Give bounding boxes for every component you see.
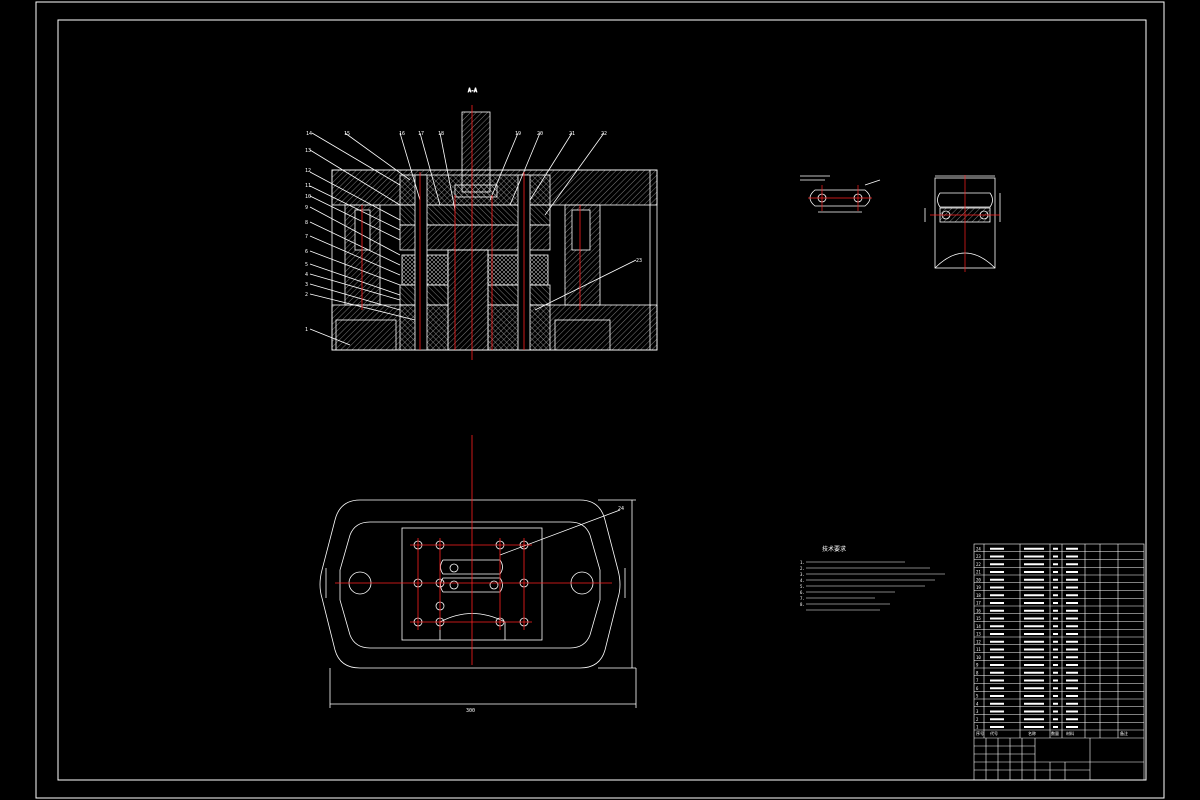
tech-line-2: 2. bbox=[800, 566, 805, 571]
section-centerlines bbox=[361, 105, 581, 360]
label-22: 22 bbox=[601, 131, 607, 137]
header-material: 材料 bbox=[1066, 730, 1074, 736]
parts-row-number: 16 bbox=[976, 608, 981, 613]
label-18: 18 bbox=[438, 131, 444, 137]
label-15: 15 bbox=[344, 131, 350, 137]
label-13: 13 bbox=[305, 148, 311, 154]
parts-row-number: 19 bbox=[976, 585, 981, 590]
label-23: 23 bbox=[636, 258, 642, 264]
inner-frame bbox=[57, 19, 1147, 781]
parts-list-header: 序号 代号 名称 数量 材料 备注 bbox=[976, 730, 1128, 736]
parts-row-number: 12 bbox=[976, 639, 981, 644]
plan-view bbox=[319, 499, 637, 708]
part-detail-plan bbox=[800, 175, 881, 213]
header-qty: 数量 bbox=[1051, 730, 1059, 736]
parts-row-number: 24 bbox=[976, 546, 981, 551]
tech-line-4: 4. bbox=[800, 578, 805, 583]
part-side-centerlines bbox=[930, 175, 1000, 272]
parts-row-number: 15 bbox=[976, 616, 981, 621]
label-7: 7 bbox=[305, 234, 308, 240]
label-24: 24 bbox=[618, 506, 624, 512]
label-4: 4 bbox=[305, 272, 308, 278]
label-5: 5 bbox=[305, 262, 308, 268]
label-6: 6 bbox=[305, 249, 308, 255]
parts-row-number: 13 bbox=[976, 632, 981, 637]
label-21: 21 bbox=[569, 131, 575, 137]
parts-row-number: 9 bbox=[976, 663, 979, 668]
parts-row-number: 23 bbox=[976, 554, 981, 559]
parts-list-table bbox=[973, 543, 1145, 781]
tech-line-1: 1. bbox=[800, 560, 805, 565]
header-seq: 序号 bbox=[976, 730, 984, 736]
parts-row-number: 4 bbox=[976, 701, 979, 706]
label-20: 20 bbox=[537, 131, 543, 137]
tech-line-5: 5. bbox=[800, 584, 805, 589]
label-12: 12 bbox=[305, 168, 311, 174]
outer-frame bbox=[35, 1, 1165, 799]
label-3: 3 bbox=[305, 282, 308, 288]
parts-row-number: 14 bbox=[976, 624, 981, 629]
tech-line-6: 6. bbox=[800, 590, 805, 595]
parts-row-number: 3 bbox=[976, 709, 979, 714]
section-label: A-A bbox=[468, 88, 477, 94]
parts-row-number: 5 bbox=[976, 694, 979, 699]
tech-line-3: 3. bbox=[800, 572, 805, 577]
parts-row-number: 11 bbox=[976, 647, 981, 652]
overall-width-dimension: 300 bbox=[466, 708, 475, 714]
section-left-labels: 13 12 11 10 9 8 7 6 5 4 3 2 1 23 bbox=[305, 148, 642, 333]
header-code: 代号 bbox=[990, 730, 998, 736]
parts-row-number: 7 bbox=[976, 678, 979, 683]
label-17: 17 bbox=[418, 131, 424, 137]
label-2: 2 bbox=[305, 292, 308, 298]
part-detail-side bbox=[924, 175, 1001, 269]
section-view: A-A bbox=[309, 88, 658, 351]
parts-row-number: 2 bbox=[976, 717, 979, 722]
tech-requirements: 技术要求 1. 2. 3. 4. 5. 6. 7. 8. bbox=[800, 545, 945, 611]
label-8: 8 bbox=[305, 220, 308, 226]
parts-row-number: 1 bbox=[976, 725, 979, 730]
parts-row-number: 10 bbox=[976, 655, 981, 660]
parts-row-number: 6 bbox=[976, 686, 979, 691]
parts-row-number: 21 bbox=[976, 570, 981, 575]
tech-line-8: 8. bbox=[800, 602, 805, 607]
label-1: 1 bbox=[305, 327, 308, 333]
section-top-labels: 14 15 16 17 18 19 20 21 22 bbox=[306, 131, 607, 137]
label-11: 11 bbox=[305, 183, 311, 189]
plan-centerlines bbox=[335, 435, 612, 665]
header-remark: 备注 bbox=[1120, 730, 1128, 736]
tech-requirements-title: 技术要求 bbox=[822, 545, 846, 553]
label-14: 14 bbox=[306, 131, 312, 137]
header-name: 名称 bbox=[1028, 730, 1036, 736]
part-detail-centerlines bbox=[808, 185, 872, 211]
label-19: 19 bbox=[515, 131, 521, 137]
tech-line-7: 7. bbox=[800, 596, 805, 601]
parts-row-number: 17 bbox=[976, 601, 981, 606]
parts-row-number: 8 bbox=[976, 670, 979, 675]
parts-row-number: 22 bbox=[976, 562, 981, 567]
parts-row-number: 20 bbox=[976, 577, 981, 582]
label-9: 9 bbox=[305, 205, 308, 211]
parts-row-number: 18 bbox=[976, 593, 981, 598]
label-10: 10 bbox=[305, 194, 311, 200]
label-16: 16 bbox=[399, 131, 405, 137]
